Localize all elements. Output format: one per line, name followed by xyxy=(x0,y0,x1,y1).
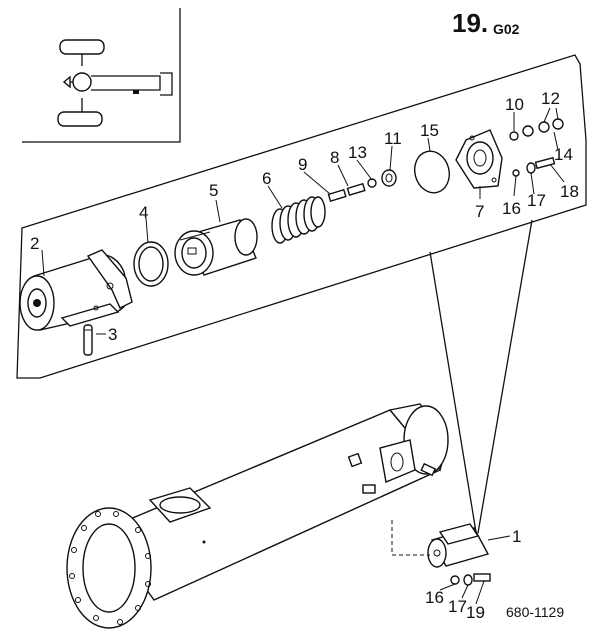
callout-17-lower: 17 xyxy=(448,597,467,616)
o-ring-part-4 xyxy=(133,241,169,287)
small-parts-8-9-13 xyxy=(327,178,377,203)
gasket-part-15 xyxy=(414,150,450,194)
callout-7: 7 xyxy=(475,202,484,221)
sleeve-part-5 xyxy=(174,218,258,276)
nut-part-11 xyxy=(381,169,397,187)
dashed-assembly-line xyxy=(391,520,430,556)
housing-part-2 xyxy=(19,249,133,331)
callout-1: 1 xyxy=(512,527,521,546)
flange-bolt-holes xyxy=(69,511,151,625)
chassis-sketch-icon xyxy=(57,39,173,127)
callout-5: 5 xyxy=(209,181,218,200)
pin-part-3 xyxy=(83,324,93,356)
callout-16-lower: 16 xyxy=(425,588,444,607)
callout-6: 6 xyxy=(262,169,271,188)
callout-15: 15 xyxy=(420,121,439,140)
callout-11: 11 xyxy=(384,129,402,148)
figure-number: 19. xyxy=(452,8,488,38)
callout-2: 2 xyxy=(30,234,39,253)
callout-19: 19 xyxy=(466,603,485,622)
callout-14: 14 xyxy=(554,145,573,164)
callout-17-upper: 17 xyxy=(527,191,546,210)
callout-labels: 2 3 4 5 6 9 8 13 11 15 7 10 12 14 16 17 … xyxy=(30,89,579,622)
callout-9: 9 xyxy=(298,155,307,174)
callout-4: 4 xyxy=(139,203,148,222)
fasteners-lower xyxy=(450,573,491,586)
callout-12: 12 xyxy=(541,89,560,108)
exploded-view-frame xyxy=(16,54,587,379)
drawing-reference-code: 680-1129 xyxy=(506,604,564,620)
callout-8: 8 xyxy=(330,148,339,167)
figure-code: G02 xyxy=(493,21,520,37)
figure-header: 19. G02 xyxy=(452,8,520,38)
cover-plate-part-7 xyxy=(455,129,503,189)
callout-18: 18 xyxy=(560,182,579,201)
callout-16-upper: 16 xyxy=(502,199,521,218)
main-tube-body xyxy=(66,403,449,629)
callout-3: 3 xyxy=(108,325,117,344)
callout-10: 10 xyxy=(505,95,524,114)
callout-leaders xyxy=(41,107,565,605)
fasteners-upper xyxy=(509,118,564,177)
leader-frame-to-actuator xyxy=(477,219,533,534)
actuator-part-1 xyxy=(427,523,490,568)
location-inset xyxy=(22,8,181,143)
spring-part-6 xyxy=(271,196,326,244)
callout-13: 13 xyxy=(348,143,367,162)
leader-frame-to-body xyxy=(429,251,477,533)
